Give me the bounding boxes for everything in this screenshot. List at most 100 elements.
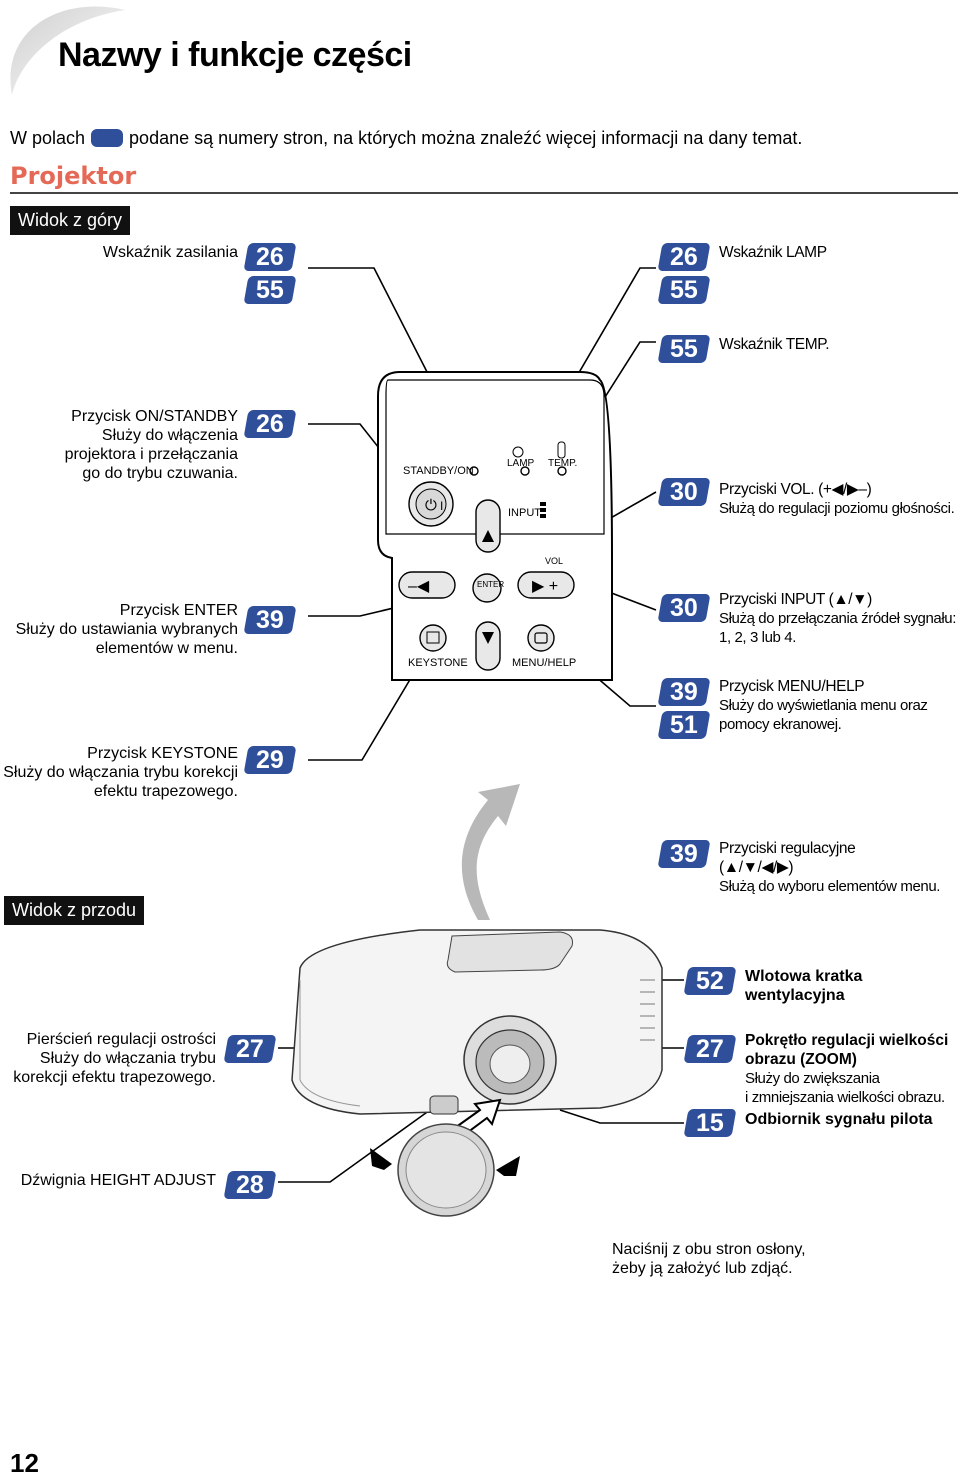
label-power-indicator: Wskaźnik zasilania — [103, 243, 238, 262]
label-intake-vent: Wlotowa kratka wentylacyjna — [745, 967, 862, 1005]
label-line: elementów w menu. — [95, 640, 238, 657]
note-line: żeby ją założyć lub zdjąć. — [612, 1260, 793, 1277]
page-badge-number: 39 — [670, 678, 698, 706]
label-line: Służą do wyboru elementów menu. — [719, 878, 941, 895]
page-number: 12 — [10, 1448, 39, 1478]
label-line: Przyciski VOL. (+◀/▶–) — [719, 481, 872, 498]
page-badge-number: 27 — [236, 1035, 264, 1063]
panel-label-enter: ENTER — [477, 580, 505, 589]
page-badge-number: 39 — [670, 840, 698, 868]
page-ref-badge-sample — [91, 129, 124, 147]
panel-label-input: INPUT — [508, 507, 541, 519]
page-badge: 15 — [683, 1109, 737, 1137]
panel-label-lamp: LAMP — [507, 458, 535, 469]
page-badge: 52 — [683, 967, 737, 995]
label-line: korekcji efektu trapezowego. — [13, 1069, 216, 1086]
page-badge: 51 — [657, 711, 711, 739]
note-line: Naciśnij z obu stron osłony, — [612, 1241, 806, 1258]
page-badge: 30 — [657, 594, 711, 622]
label-line: Przycisk MENU/HELP — [719, 678, 865, 695]
label-line: Służy do włączania trybu — [39, 1050, 216, 1067]
label-line: Wskaźnik TEMP. — [719, 336, 830, 353]
page-badge-number: 55 — [256, 276, 284, 304]
page-badge-number: 26 — [256, 243, 284, 271]
label-line: Przyciski regulacyjne — [719, 840, 856, 857]
label-line: go do trybu czuwania. — [82, 465, 238, 482]
panel-label-temp: TEMP. — [548, 458, 578, 469]
label-height-adjust-lever: Dźwignia HEIGHT ADJUST — [21, 1171, 216, 1190]
svg-text:▶ +: ▶ + — [532, 578, 558, 595]
lens-cap-note: Naciśnij z obu stron osłony, żeby ją zał… — [612, 1240, 806, 1278]
label-line: 1, 2, 3 lub 4. — [719, 629, 796, 646]
label-enter-button: Przycisk ENTER Służy do ustawiania wybra… — [16, 601, 238, 658]
label-adjustment-buttons: Przyciski regulacyjne (▲/▼/◀/▶) Służą do… — [719, 839, 940, 896]
label-line: Służą do regulacji poziomu głośności. — [719, 500, 955, 517]
label-zoom-knob: Pokrętło regulacji wielkości obrazu (ZOO… — [745, 1031, 948, 1107]
page-badge-number: 55 — [670, 276, 698, 304]
control-panel-diagram: ⏻ I –◀ ▶ + — [308, 267, 657, 920]
panel-label-menu-help: MENU/HELP — [512, 657, 577, 669]
label-line: obrazu (ZOOM) — [745, 1051, 857, 1068]
label-menu-help-button: Przycisk MENU/HELP Służy do wyświetlania… — [719, 677, 928, 734]
label-line: Wlotowa kratka — [745, 968, 863, 985]
label-on-standby-button: Przycisk ON/STANDBY Służy do włączenia p… — [65, 407, 238, 483]
section-divider — [10, 192, 958, 194]
page-badge-number: 39 — [256, 606, 284, 634]
projector-illustration — [278, 929, 684, 1217]
label-line: Wskaźnik zasilania — [102, 244, 238, 261]
label-line: Służy do zwiększania — [745, 1070, 880, 1087]
page-badge: 39 — [657, 678, 711, 706]
label-line: Służą do przełączania źródeł sygnału: — [719, 610, 957, 627]
label-line: wentylacyjna — [745, 987, 845, 1004]
label-line: Przycisk KEYSTONE — [87, 745, 238, 762]
label-line: Pokrętło regulacji wielkości — [745, 1032, 949, 1049]
intro-before: W polach — [10, 128, 86, 148]
page-badge: 27 — [683, 1035, 737, 1063]
label-focus-ring: Pierścień regulacji ostrości Służy do wł… — [13, 1030, 216, 1087]
page-badge-number: 55 — [670, 335, 698, 363]
page-badge: 30 — [657, 478, 711, 506]
label-line: i zmniejszania wielkości obrazu. — [745, 1089, 945, 1106]
label-line: Dźwignia HEIGHT ADJUST — [20, 1172, 216, 1189]
panel-label-standby: STANDBY/ON — [403, 465, 474, 477]
panel-label-keystone: KEYSTONE — [408, 657, 468, 669]
label-lamp-indicator: Wskaźnik LAMP — [719, 243, 827, 262]
page-badge-number: 30 — [670, 478, 698, 506]
page-badge: 26 — [243, 410, 297, 438]
page-title: Nazwy i funkcje części — [58, 36, 412, 74]
page-badge: 55 — [243, 276, 297, 304]
page-badge: 26 — [243, 243, 297, 271]
top-view-tag: Widok z góry — [10, 206, 131, 235]
label-line: Odbiornik sygnału pilota — [745, 1111, 933, 1128]
page-badge: 39 — [243, 606, 297, 634]
label-line: Służy do wyświetlania menu oraz — [719, 697, 928, 714]
label-line: (▲/▼/◀/▶) — [719, 859, 794, 876]
front-view-tag: Widok z przodu — [4, 896, 145, 925]
page-badge-number: 15 — [696, 1109, 724, 1137]
page-badge-number: 51 — [670, 711, 698, 739]
label-remote-sensor: Odbiornik sygnału pilota — [745, 1110, 933, 1129]
svg-text:I: I — [440, 499, 443, 513]
label-input-buttons: Przyciski INPUT (▲/▼) Służą do przełącza… — [719, 590, 956, 647]
label-line: projektora i przełączania — [64, 446, 238, 463]
label-line: efektu trapezowego. — [93, 783, 238, 800]
page-badge: 28 — [223, 1171, 277, 1199]
page-badge-number: 26 — [670, 243, 698, 271]
page-badge-number: 26 — [256, 410, 284, 438]
page-badge-number: 29 — [256, 746, 284, 774]
label-line: Służy do ustawiania wybranych — [15, 621, 238, 638]
label-line: Przycisk ENTER — [119, 602, 238, 619]
label-line: Przyciski INPUT (▲/▼) — [719, 591, 872, 608]
label-line: Służy do włączania trybu korekcji — [3, 764, 238, 781]
page-badge: 29 — [243, 746, 297, 774]
label-line: pomocy ekranowej. — [719, 716, 842, 733]
corner-swoosh — [10, 6, 125, 95]
page-badge: 27 — [223, 1035, 277, 1063]
page-badge: 55 — [657, 335, 711, 363]
page-badge-number: 30 — [670, 594, 698, 622]
page-badge: 39 — [657, 840, 711, 868]
page-badge-number: 27 — [696, 1035, 724, 1063]
label-line: Pierścień regulacji ostrości — [26, 1031, 216, 1048]
section-heading: Projektor — [10, 162, 137, 190]
